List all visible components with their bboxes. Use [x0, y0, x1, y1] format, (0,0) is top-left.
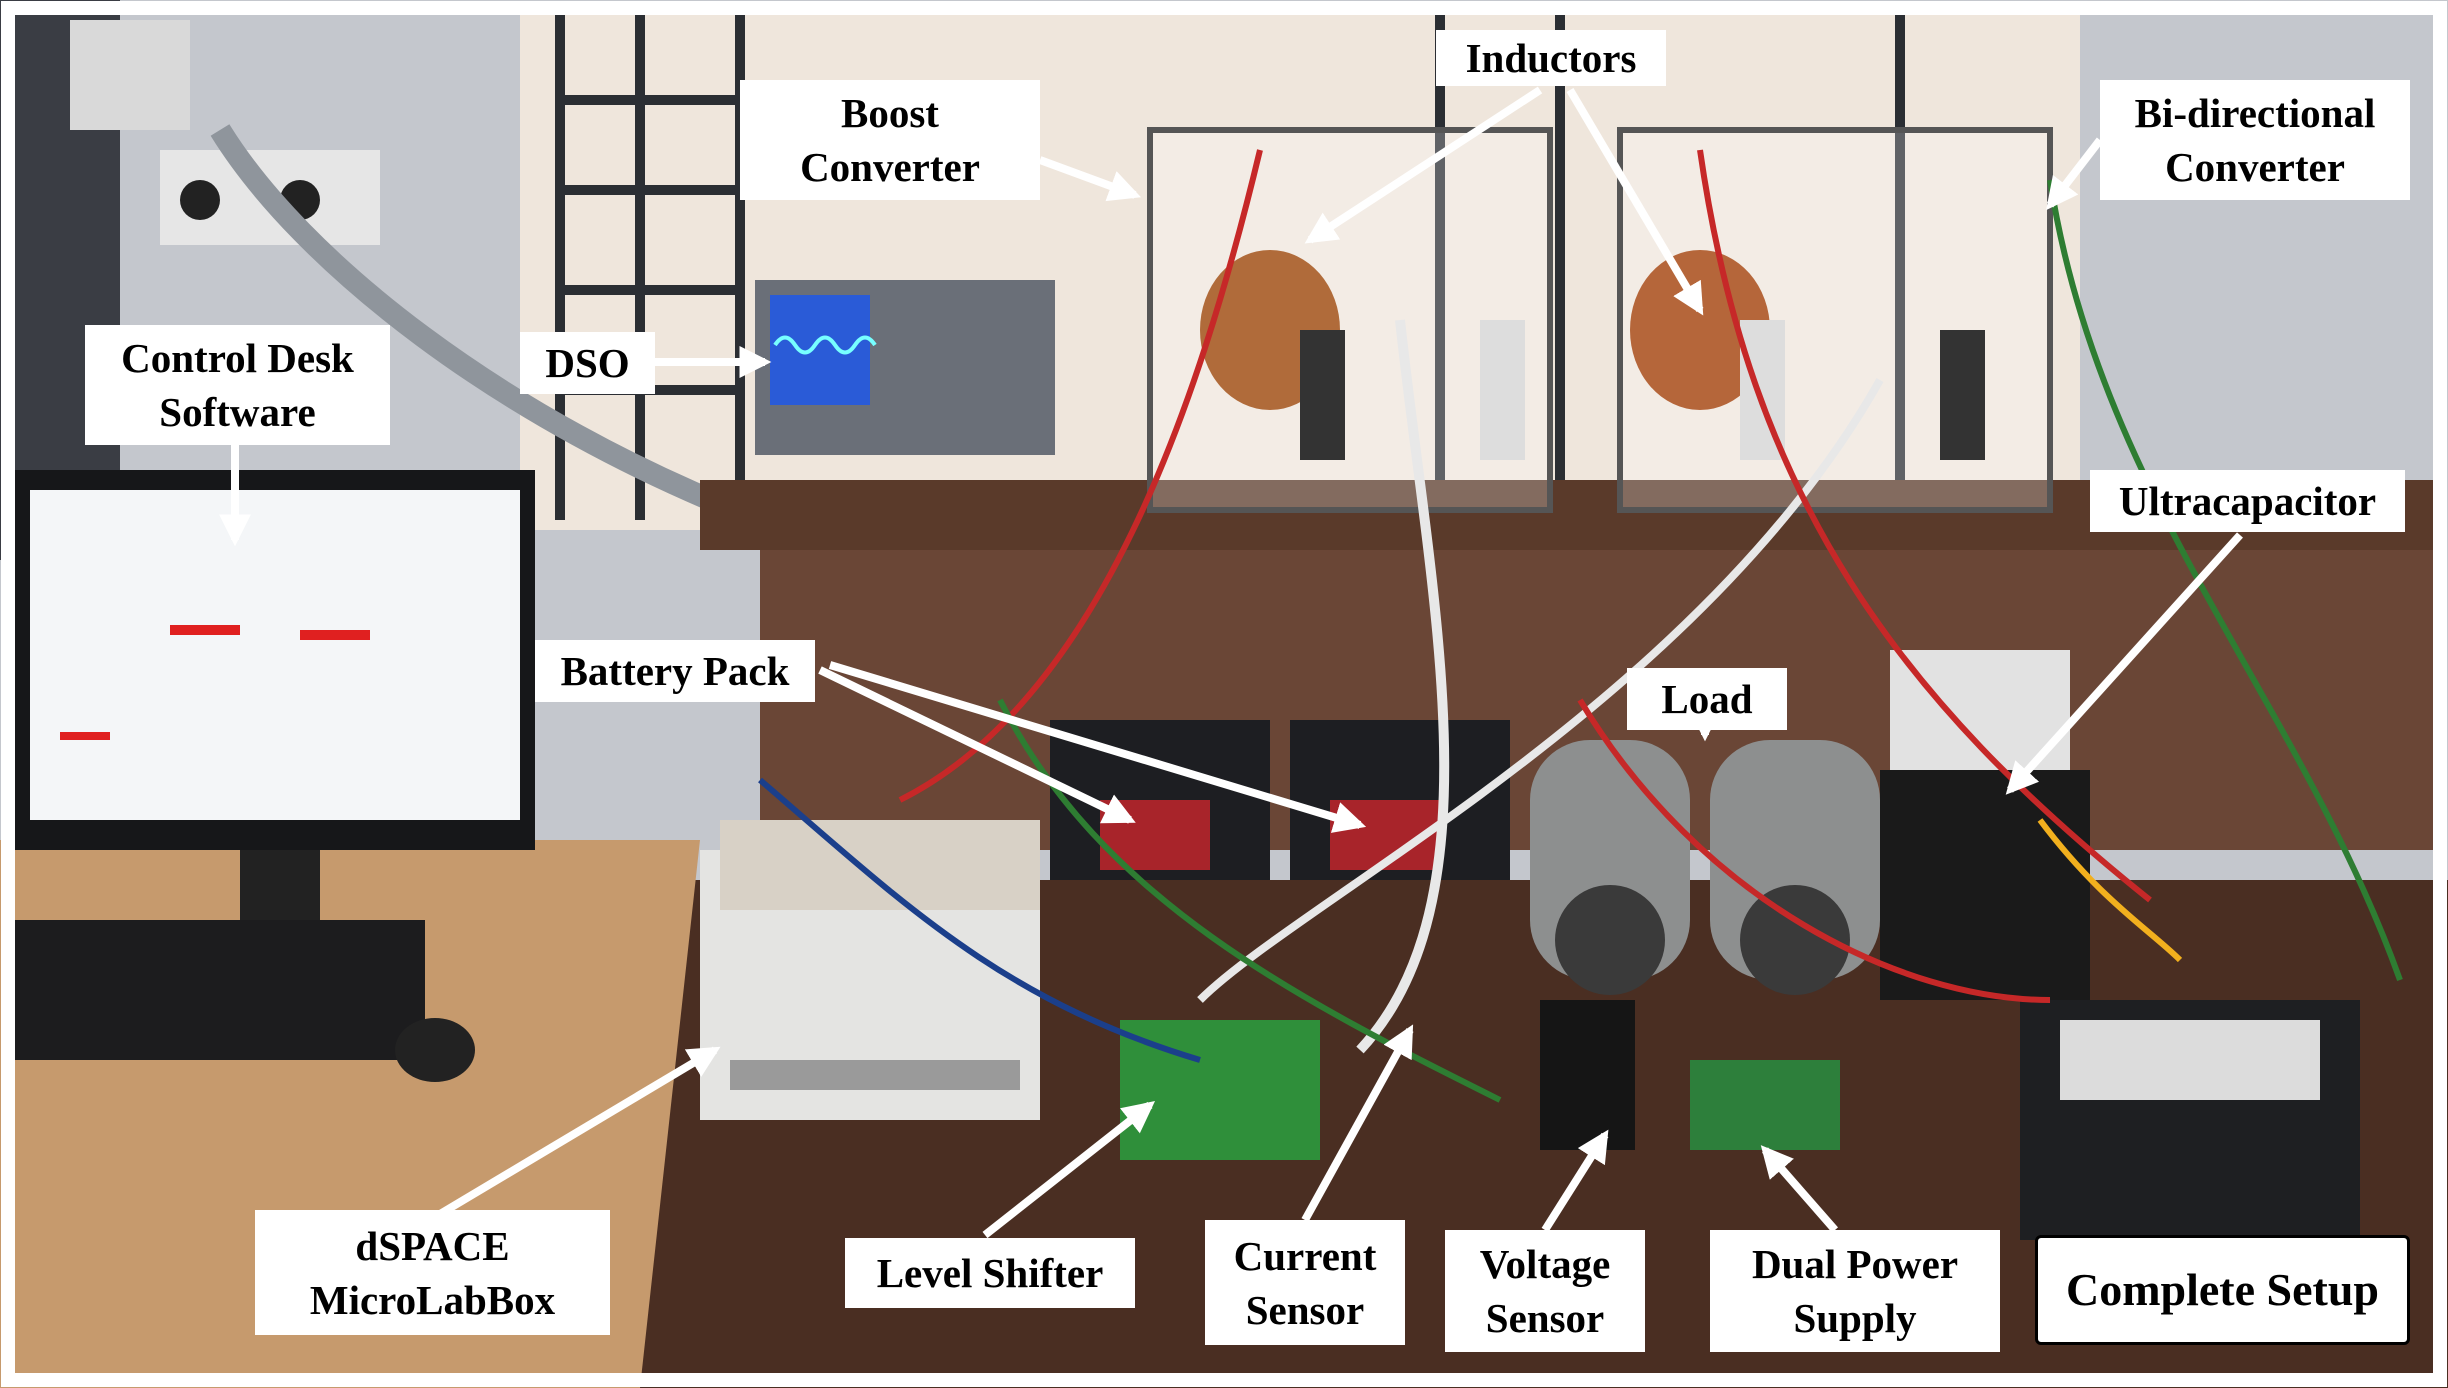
label-current-sensor: Current Sensor — [1205, 1220, 1405, 1345]
label-control-desk-software: Control Desk Software — [85, 325, 390, 445]
capacitor-4 — [1940, 330, 1985, 460]
ultracapacitor-body — [1880, 770, 2090, 1000]
label-level-shifter: Level Shifter — [845, 1238, 1135, 1308]
label-dual-power-supply: Dual Power Supply — [1710, 1230, 2000, 1352]
label-dspace-microlabbox: dSPACE MicroLabBox — [255, 1210, 610, 1335]
dso-waveform — [773, 335, 877, 355]
capacitor-1 — [1300, 330, 1345, 460]
label-inductors: Inductors — [1436, 30, 1666, 86]
label-ultracapacitor: Ultracapacitor — [2090, 470, 2405, 532]
label-bidirectional-converter: Bi-directional Converter — [2100, 80, 2410, 200]
wall-socket-1 — [180, 180, 220, 220]
load-knob-2 — [1740, 885, 1850, 995]
dspace-vent — [730, 1060, 1020, 1090]
dso-screen — [770, 295, 870, 405]
label-load: Load — [1627, 668, 1787, 730]
capacitor-2 — [1480, 320, 1525, 460]
label-dso: DSO — [520, 332, 655, 394]
label-complete-setup: Complete Setup — [2035, 1235, 2410, 1345]
load-knob-1 — [1555, 885, 1665, 995]
cables — [758, 149, 2403, 1103]
monitor-screen — [30, 490, 520, 820]
label-battery-pack: Battery Pack — [535, 640, 815, 702]
wall-cable — [210, 124, 764, 531]
dspace-panel — [720, 820, 1040, 910]
monitor-stand — [240, 850, 320, 920]
keyboard — [15, 920, 425, 1060]
voltage-sensor-box — [1540, 1000, 1635, 1150]
screen-bar-3 — [60, 732, 110, 740]
dual-power-supply-board — [1690, 1060, 1840, 1150]
mouse — [395, 1018, 475, 1082]
screen-bar-2 — [300, 630, 370, 640]
label-voltage-sensor: Voltage Sensor — [1445, 1230, 1645, 1352]
ultracapacitor-top — [1890, 650, 2070, 770]
label-boost-converter: Boost Converter — [740, 80, 1040, 200]
meter-box — [70, 20, 190, 130]
meter-face — [2060, 1020, 2320, 1100]
screen-bar-1 — [170, 625, 240, 635]
